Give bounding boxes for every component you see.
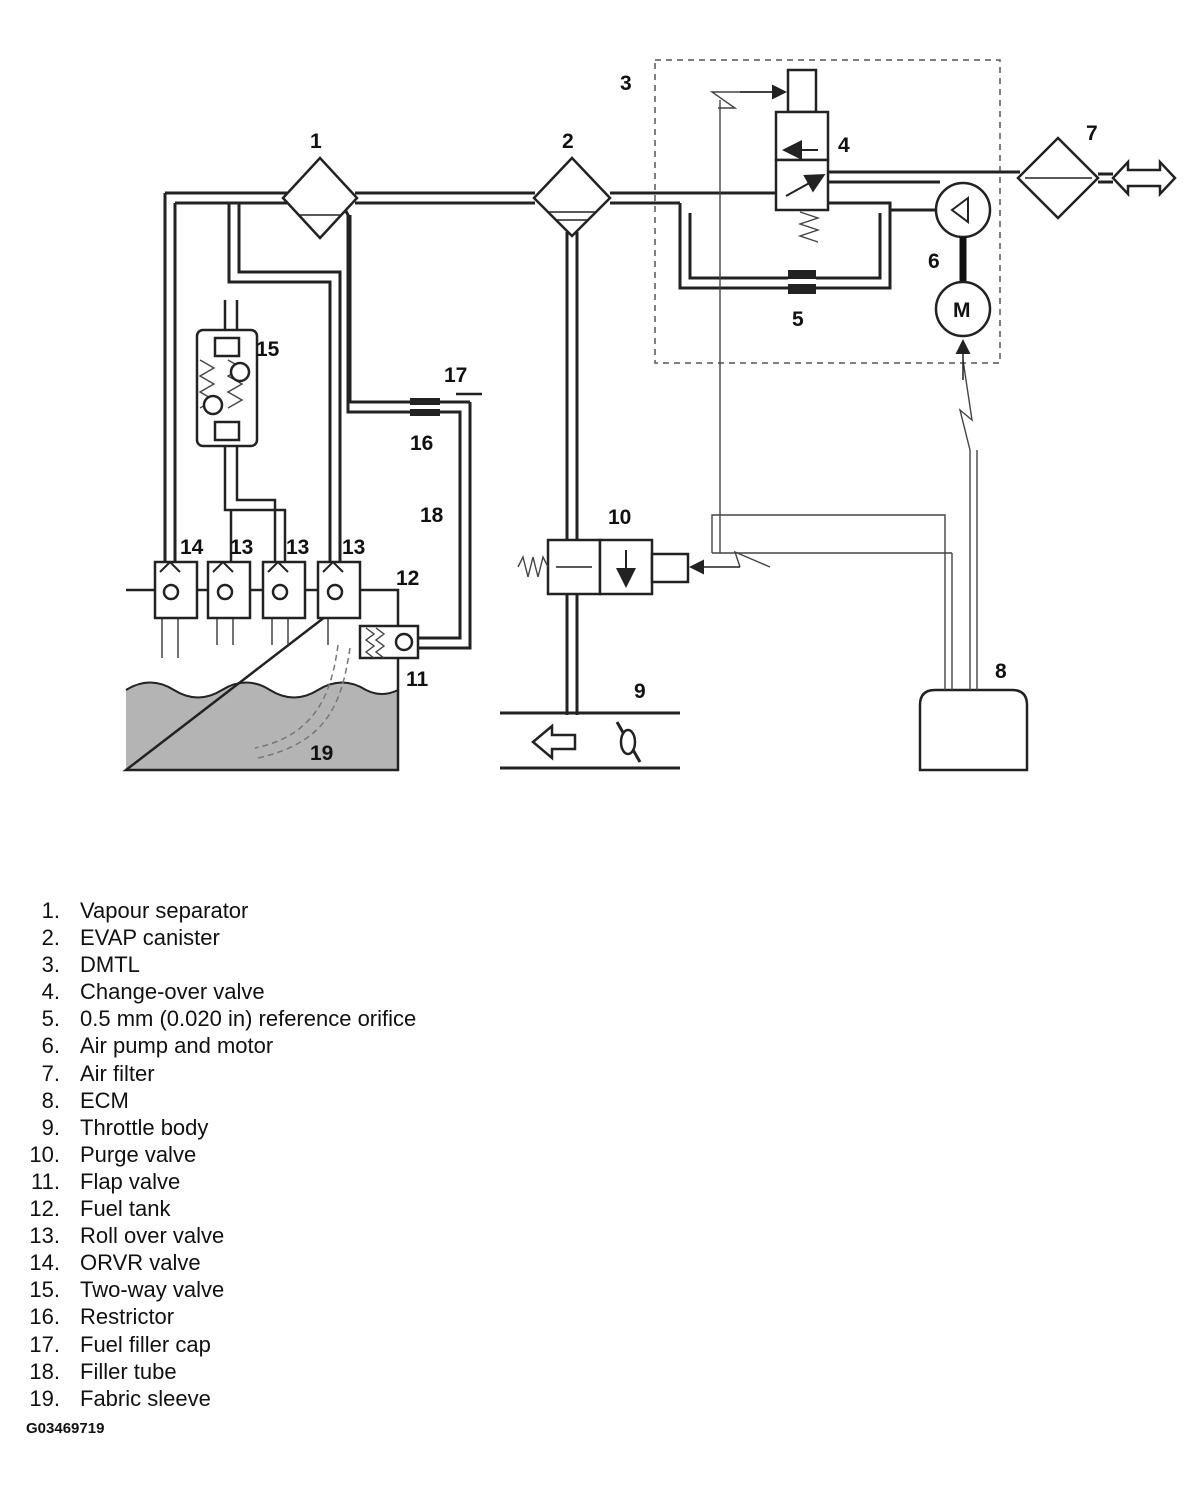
legend-item: 9.Throttle body [41,1114,209,1140]
callout-19: 19 [310,742,333,765]
legend-item: 7.Air filter [41,1060,155,1086]
air-filter [1016,136,1113,220]
callout-13c: 13 [342,536,365,559]
callout-13b: 13 [286,536,309,559]
callout-11: 11 [406,668,429,691]
legend-item: 1.Vapour separator [41,898,249,923]
legend-item: 10.Purge valve [29,1141,197,1167]
motor-label: M [953,299,971,322]
legend-item: 8.ECM [41,1087,129,1113]
figure-id: G03469719 [26,1420,105,1437]
callout-5: 5 [792,308,804,331]
callout-4: 4 [838,134,850,157]
callout-18: 18 [420,504,444,527]
callout-8: 8 [995,660,1007,683]
callout-14: 14 [180,536,204,559]
evap-canister [532,156,612,238]
main-vapour-line [165,191,780,205]
change-over-valve [774,68,830,243]
vapour-separator [281,156,359,240]
legend-item: 6.Air pump and motor [41,1033,274,1059]
callout-3: 3 [620,72,632,95]
orvr-valve [153,560,199,620]
legend-item: 19.Fabric sleeve [29,1385,211,1411]
fuel-tank [122,588,400,772]
callout-7: 7 [1086,122,1098,145]
legend-item: 2.EVAP canister [41,925,220,951]
purge-line [565,232,579,715]
callout-16: 16 [410,432,433,455]
dmtl-internal-lines [678,170,1020,290]
callout-9: 9 [634,680,646,703]
roll-over-valve-1 [206,560,252,620]
throttle-body [500,711,680,770]
callout-12: 12 [396,567,419,590]
fresh-air-port-icon [1111,158,1177,198]
purge-valve [517,538,690,596]
control-wiring [689,84,973,575]
evap-system-schematic: M [122,59,1177,772]
two-way-valve [195,328,259,448]
callout-13a: 13 [230,536,253,559]
legend-item: 3.DMTL [41,952,140,978]
legend-item: 18.Filler tube [29,1358,177,1384]
legend-item: 11.Flap valve [31,1168,181,1194]
flap-valve [358,624,420,660]
dmtl-enclosure [654,59,1001,364]
reference-orifice-band [788,279,816,284]
ecm [918,450,1029,772]
callout-2: 2 [562,130,574,153]
fabric-sleeve [254,644,351,759]
callout-17: 17 [444,364,467,387]
callout-1: 1 [310,130,322,153]
legend-item: 12.Fuel tank [29,1196,171,1222]
air-pump-and-motor [934,181,992,338]
roll-over-valve-3 [316,560,362,620]
legend-item: 4.Change-over valve [41,979,265,1005]
callout-10: 10 [608,506,631,529]
callout-15: 15 [256,338,280,361]
legend-item: 5.0.5 mm (0.020 in) reference orifice [41,1006,417,1032]
restrictor-band [410,405,440,409]
legend-item: 14.ORVR valve [29,1250,201,1276]
tank-valve-pipes [163,193,342,562]
legend-item: 17.Fuel filler cap [29,1331,211,1357]
legend-item: 13.Roll over valve [29,1223,225,1249]
component-legend: 1.Vapour separator 2.EVAP canister 3.DMT… [24,897,416,1412]
legend-item: 16.Restrictor [29,1304,175,1330]
callout-6: 6 [928,250,940,273]
legend-item: 15.Two-way valve [29,1277,225,1303]
roll-over-valve-2 [261,560,307,620]
